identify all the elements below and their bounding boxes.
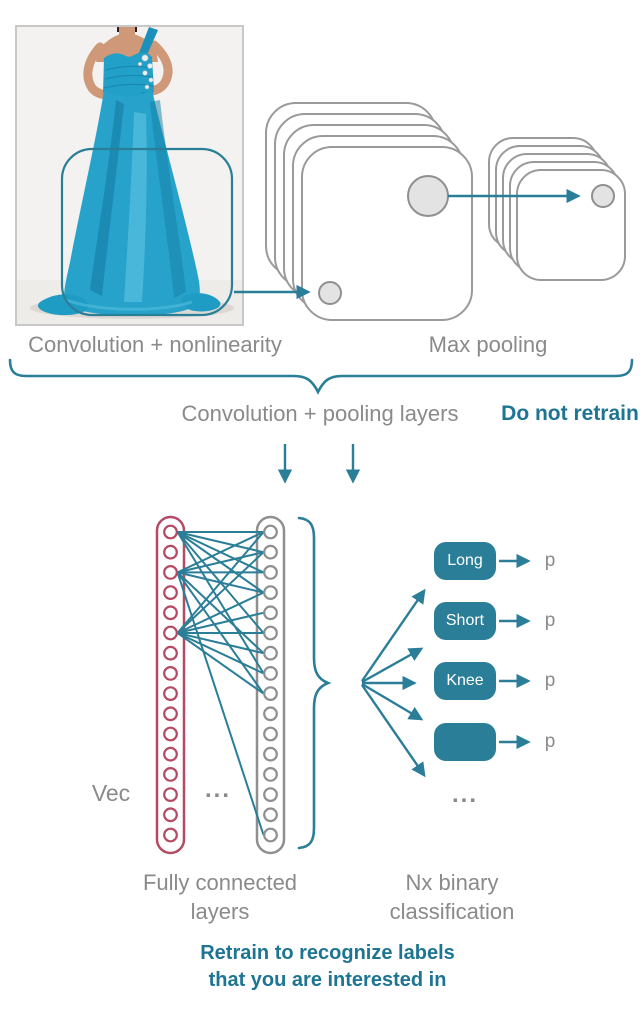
class-button-short: Short (434, 602, 496, 640)
fc-output-neurons (263, 524, 278, 843)
pool-feature-map-stack (488, 137, 626, 281)
p-output-3: p (544, 670, 556, 691)
conv-unit-circle (407, 175, 449, 217)
head-output-arrows (499, 553, 531, 750)
p-output-4: p (544, 731, 556, 752)
fc-brace (297, 516, 332, 850)
p-output-1: p (544, 550, 556, 571)
input-photo (15, 25, 244, 326)
conv-input-circle (318, 281, 342, 305)
fc-ellipsis: ... (204, 776, 231, 803)
p-output-2: p (544, 610, 556, 631)
retrain-note-line2: that you are interested in (208, 969, 447, 991)
retrain-note: Retrain to recognize labels that you are… (175, 940, 480, 994)
fc-input-column (155, 515, 186, 855)
fc-input-neurons (163, 524, 178, 843)
conv-nonlinearity-label: Convolution + nonlinearity (28, 332, 282, 357)
nx-caption-line1: Nx binary (405, 870, 499, 895)
class-button-blank (434, 723, 496, 761)
fc-caption-line1: Fully connected (142, 870, 298, 895)
class-button-long: Long (434, 542, 496, 580)
fc-caption-line2: layers (190, 899, 250, 924)
max-pooling-label: Max pooling (428, 332, 548, 357)
nx-caption-line2: classification (389, 899, 515, 924)
fc-connections (176, 531, 265, 836)
heads-ellipsis: ... (451, 781, 478, 808)
vec-label: Vec (91, 780, 131, 806)
do-not-retrain-note: Do not retrain (501, 402, 639, 425)
class-button-knee: Knee (434, 662, 496, 700)
dress-illustration (17, 27, 242, 324)
conv-pool-layers-label: Convolution + pooling layers (181, 401, 459, 426)
fan-arrows (361, 588, 426, 778)
fc-caption: Fully connected layers (115, 868, 325, 926)
pool-unit-circle (591, 184, 615, 208)
conv-pool-brace (8, 358, 634, 395)
nx-binary-caption: Nx binary classification (347, 868, 557, 926)
retrain-note-line1: Retrain to recognize labels (200, 942, 455, 964)
receptive-field-box (60, 147, 234, 317)
